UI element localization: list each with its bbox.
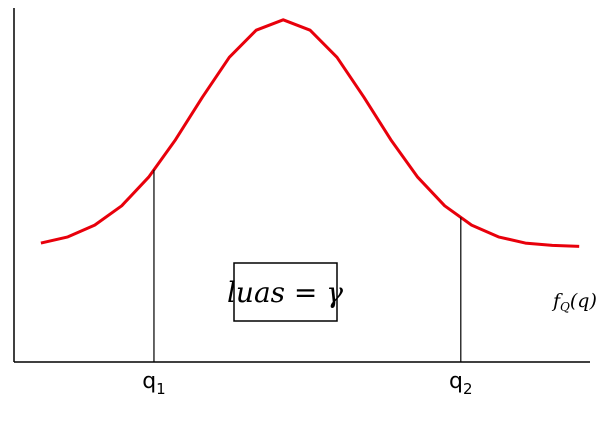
curve-label-arg: (q) — [570, 290, 597, 312]
q2-label: q2 — [449, 369, 473, 398]
q1-label-base: q — [142, 369, 156, 394]
density-curve — [40, 18, 580, 248]
q1-label-sub: 1 — [156, 380, 166, 398]
curve-label-base: f — [551, 290, 563, 312]
q2-label-sub: 2 — [463, 380, 473, 398]
annotation-box — [233, 262, 338, 322]
q2-label-base: q — [449, 369, 463, 394]
annotation-text: luas = γ — [227, 276, 343, 309]
q1-label: q1 — [142, 369, 166, 398]
curve-label: fQ(q) — [551, 290, 597, 314]
curve-label-sub: Q — [560, 300, 570, 314]
